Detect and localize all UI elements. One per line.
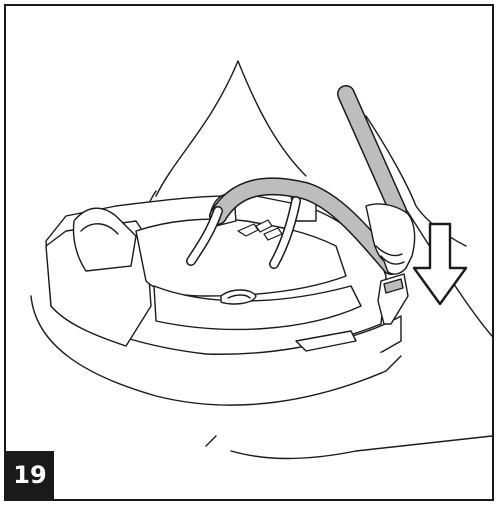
car-seat-base-illustration [30, 60, 492, 460]
step-number-badge: 19 [6, 451, 54, 499]
base-logo-mark [237, 219, 283, 241]
seat-belt-buckle [377, 273, 409, 325]
vehicle-lap-belt [186, 177, 400, 275]
base-left-side [72, 207, 137, 272]
instruction-panel: 19 [4, 4, 494, 501]
hand [365, 203, 416, 275]
vehicle-shoulder-belt [337, 85, 407, 220]
release-tab [295, 330, 357, 352]
arrow-down-icon [412, 222, 468, 306]
vehicle-seat-back [155, 60, 467, 247]
